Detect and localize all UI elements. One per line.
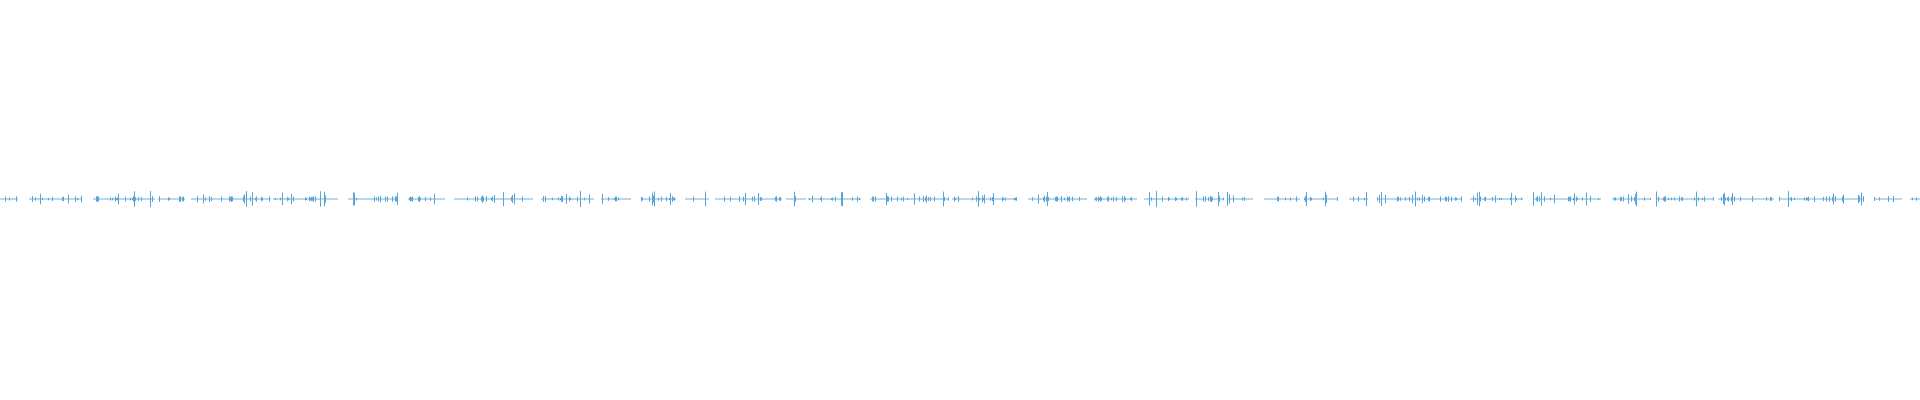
waveform-peaks-group [5,191,1917,207]
